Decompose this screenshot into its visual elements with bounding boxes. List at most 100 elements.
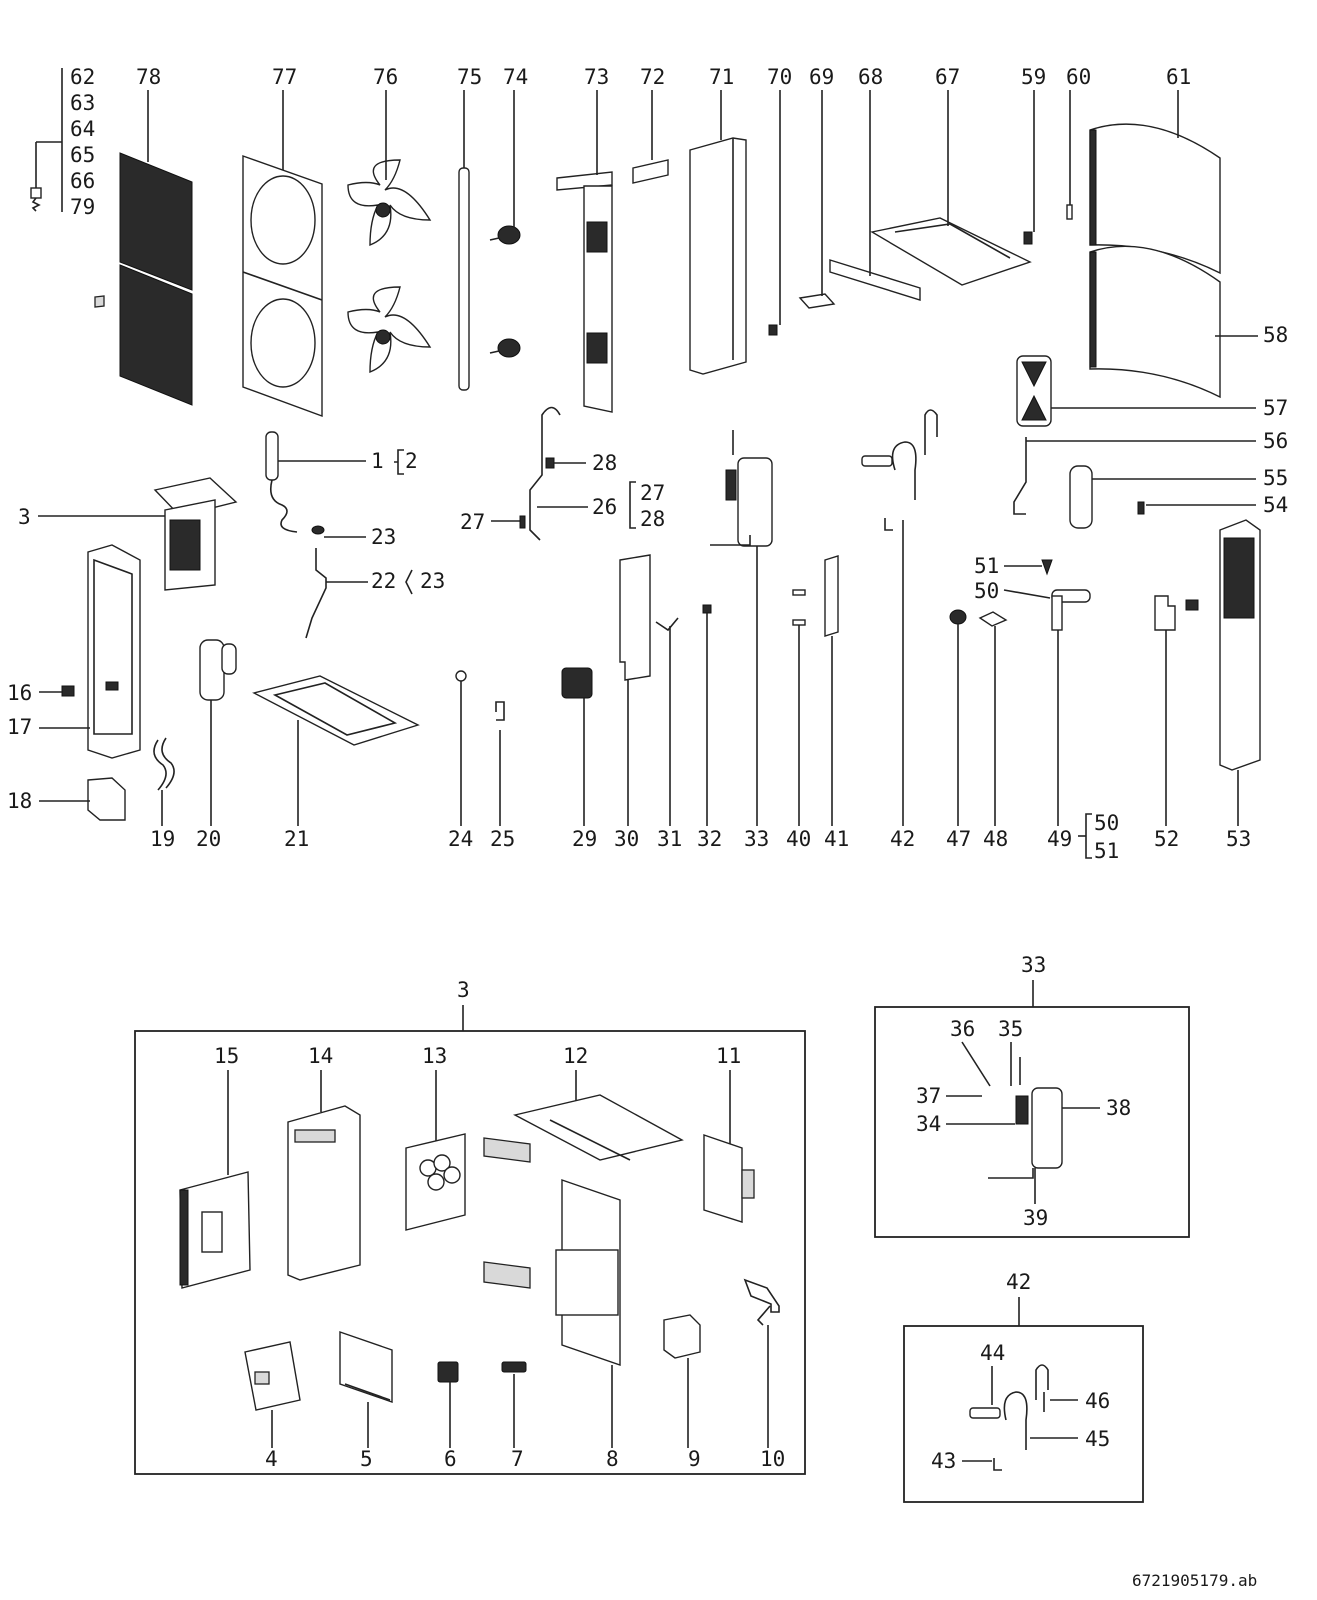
label-64: 64 (70, 117, 95, 141)
detail-label-7: 7 (511, 1447, 524, 1471)
label-75: 75 (457, 65, 482, 89)
label-3: 3 (18, 505, 31, 529)
label-25: 25 (490, 827, 515, 851)
part-30-bracket: 30 (614, 554, 651, 851)
bracket-62-79 (30, 68, 63, 212)
label-51-top: 51 (974, 554, 999, 578)
label-41: 41 (824, 827, 849, 851)
label-69: 69 (809, 65, 834, 89)
part-60-sensor (1066, 90, 1073, 220)
part-16-clip: 16 (7, 681, 75, 705)
part-52-cover-plate: 52 (1154, 595, 1199, 851)
label-72: 72 (640, 65, 665, 89)
part-67-top-cover (870, 90, 1032, 286)
label-47: 47 (946, 827, 971, 851)
label-79: 79 (70, 195, 95, 219)
label-28-ref: 28 (640, 507, 665, 531)
detail-label-12: 12 (563, 1044, 588, 1068)
part-41-plate: 41 (824, 555, 849, 851)
label-16: 16 (7, 681, 32, 705)
label-51-ref: 51 (1094, 839, 1119, 863)
label-23: 23 (371, 525, 396, 549)
label-74: 74 (503, 65, 528, 89)
label-53: 53 (1226, 827, 1251, 851)
part-25-clip: 25 (490, 701, 515, 851)
label-22-ref: 23 (420, 569, 445, 593)
label-28-top: 28 (592, 451, 617, 475)
part-42-valve-assembly: 42 (861, 409, 938, 851)
label-70: 70 (767, 65, 792, 89)
detail-label-35: 35 (998, 1017, 1023, 1041)
label-24: 24 (448, 827, 473, 851)
detail-label-46: 46 (1085, 1389, 1110, 1413)
part-18-cover: 18 (7, 777, 126, 821)
label-54: 54 (1263, 493, 1288, 517)
part-76-fan-blades (347, 90, 432, 374)
label-68: 68 (858, 65, 883, 89)
label-63: 63 (70, 91, 95, 115)
detail-label-37: 37 (916, 1084, 941, 1108)
document-reference: 6721905179.ab (1132, 1571, 1257, 1590)
label-60: 60 (1066, 65, 1091, 89)
detail-label-36: 36 (950, 1017, 975, 1041)
part-26-pipe: 28 26 27 28 27 (460, 406, 665, 541)
label-55: 55 (1263, 466, 1288, 490)
label-48: 48 (983, 827, 1008, 851)
part-29-pump: 29 (561, 667, 597, 851)
detail-label-8: 8 (606, 1447, 619, 1471)
part-70-clip (768, 90, 781, 336)
detail-label-42: 42 (1006, 1270, 1031, 1294)
label-52: 52 (1154, 827, 1179, 851)
label-50-top: 50 (974, 579, 999, 603)
label-17: 17 (7, 715, 32, 739)
part-61-heat-exchanger (1089, 90, 1221, 399)
label-30: 30 (614, 827, 639, 851)
detail-label-13: 13 (422, 1044, 447, 1068)
detail-label-4: 4 (265, 1447, 278, 1471)
label-58: 58 (1263, 323, 1288, 347)
part-40-clips: 40 (786, 589, 811, 851)
label-22: 22 (371, 569, 396, 593)
detail-label-6: 6 (444, 1447, 457, 1471)
label-42: 42 (890, 827, 915, 851)
part-20-compressor: 20 (196, 639, 237, 851)
label-62: 62 (70, 65, 95, 89)
label-29: 29 (572, 827, 597, 851)
part-3-control-box: 3 (18, 477, 238, 591)
label-71: 71 (709, 65, 734, 89)
part-17-side-panel: 17 (7, 544, 141, 759)
detail-label-33: 33 (1021, 953, 1046, 977)
label-57: 57 (1263, 396, 1288, 420)
label-27-ref: 27 (640, 481, 665, 505)
label-21: 21 (284, 827, 309, 851)
part-24-cap: 24 (448, 670, 473, 851)
top-row-labels: 62 63 64 65 66 79 78 77 76 75 74 73 72 7… (70, 65, 1191, 219)
label-49: 49 (1047, 827, 1072, 851)
part-19-cables: 19 (150, 737, 175, 851)
label-61: 61 (1166, 65, 1191, 89)
detail-label-15: 15 (214, 1044, 239, 1068)
detail-label-39: 39 (1023, 1206, 1048, 1230)
label-27: 27 (460, 510, 485, 534)
label-67: 67 (935, 65, 960, 89)
detail-42-valve-assembly: 42 44 46 45 43 (903, 1270, 1144, 1503)
detail-label-34: 34 (916, 1112, 941, 1136)
detail-label-44: 44 (980, 1341, 1005, 1365)
part-32-fitting: 32 (697, 604, 722, 851)
detail-label-10: 10 (760, 1447, 785, 1471)
detail-label-9: 9 (688, 1447, 701, 1471)
part-71-side-panel (689, 90, 747, 375)
part-77-front-panel (242, 90, 323, 418)
label-66: 66 (70, 169, 95, 193)
part-59-sensor (1023, 90, 1035, 245)
valve-parts-47-51: 51 50 49 50 51 48 47 (946, 554, 1119, 863)
part-22-pipe: 22 23 (305, 548, 445, 639)
label-78: 78 (136, 65, 161, 89)
label-76: 76 (373, 65, 398, 89)
detail-label-45: 45 (1085, 1427, 1110, 1451)
label-31: 31 (657, 827, 682, 851)
detail-33-heat-exchanger: 33 36 35 37 34 38 39 (874, 953, 1190, 1238)
part-1-pressure-switch: 1 2 (265, 431, 418, 533)
label-20: 20 (196, 827, 221, 851)
label-56: 56 (1263, 429, 1288, 453)
